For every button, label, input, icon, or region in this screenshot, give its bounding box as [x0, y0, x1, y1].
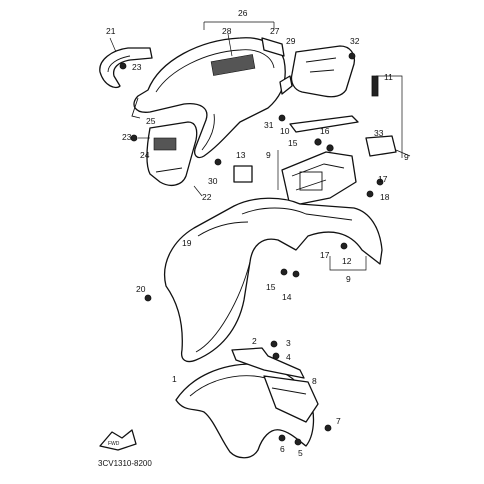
callout-31: 31	[264, 120, 274, 130]
callout-11: 11	[384, 72, 393, 82]
callout-24: 24	[140, 150, 150, 160]
callout-2: 2	[252, 336, 257, 346]
bolt-16	[326, 144, 334, 152]
bolt-23-top	[119, 62, 127, 70]
bolt-5	[294, 438, 302, 446]
bolt-7	[324, 424, 332, 432]
washer-6	[278, 434, 286, 442]
tail-cover-part	[146, 121, 198, 187]
rear-fender-part	[164, 197, 383, 363]
callout-9-low: 9	[346, 274, 351, 284]
callout-4: 4	[286, 352, 291, 362]
grab-rail-part	[99, 47, 153, 89]
callout-5: 5	[298, 448, 303, 458]
callout-17-center: 17	[320, 250, 330, 260]
bolt-15-top	[314, 138, 322, 146]
seat-cowl-part	[131, 37, 286, 159]
callout-21: 21	[106, 26, 116, 36]
damper-29	[279, 75, 293, 95]
callout-14: 14	[282, 292, 292, 302]
diagram-code: 3CV1310-8200	[98, 459, 152, 468]
screw-23	[130, 134, 138, 142]
callout-28: 28	[222, 26, 232, 36]
callout-15-low: 15	[266, 282, 276, 292]
callout-12: 12	[342, 256, 352, 266]
callout-9-left: 9	[266, 150, 271, 160]
bracket-9-low	[329, 256, 367, 271]
callout-16: 16	[320, 126, 330, 136]
leader-21	[109, 37, 117, 53]
callout-9-right: 9	[404, 152, 409, 162]
callout-19: 19	[182, 238, 192, 248]
callout-22: 22	[202, 192, 212, 202]
leader-26	[203, 21, 275, 30]
bolt-31	[278, 114, 286, 122]
callout-13: 13	[236, 150, 246, 160]
callout-25: 25	[146, 116, 156, 126]
bolt-12	[340, 242, 348, 250]
callout-17-right: 17	[378, 174, 388, 184]
callout-10: 10	[280, 126, 290, 136]
callout-23-top: 23	[132, 62, 142, 72]
bolt-11	[371, 75, 379, 97]
bolt-3	[270, 340, 278, 348]
callout-1: 1	[172, 374, 177, 384]
bolt-15-low	[280, 268, 288, 276]
reflector-33	[365, 135, 397, 157]
callout-18: 18	[380, 192, 390, 202]
callout-29: 29	[286, 36, 296, 46]
license-light-housing	[290, 45, 356, 98]
callout-30: 30	[208, 176, 218, 186]
stay-10	[289, 115, 359, 133]
plate-13	[233, 165, 253, 183]
callout-20: 20	[136, 284, 146, 294]
callout-33: 33	[374, 128, 384, 138]
callout-27: 27	[270, 26, 280, 36]
bolt-30	[214, 158, 222, 166]
tail-bracket-part	[281, 151, 357, 207]
nut-17-right	[366, 190, 374, 198]
callout-7: 7	[336, 416, 341, 426]
callout-26: 26	[238, 8, 248, 18]
washer-4	[272, 352, 280, 360]
screw-32	[348, 52, 356, 60]
bracket-9-right	[376, 75, 403, 158]
fwd-label: FWD	[108, 441, 120, 447]
callout-3: 3	[286, 338, 291, 348]
leader-33	[395, 149, 411, 157]
callout-32: 32	[350, 36, 360, 46]
callout-23: 23	[122, 132, 132, 142]
callout-8: 8	[312, 376, 317, 386]
fender-brace-part	[231, 347, 319, 423]
bolt-18	[376, 178, 384, 186]
callout-15-top: 15	[288, 138, 298, 148]
screw-20	[144, 294, 152, 302]
strip-27	[261, 37, 285, 57]
leader-28	[227, 33, 233, 57]
collar-14	[292, 270, 300, 278]
front-direction-arrow: FWD	[99, 429, 137, 451]
callout-6: 6	[280, 444, 285, 454]
leader-22	[193, 185, 203, 197]
